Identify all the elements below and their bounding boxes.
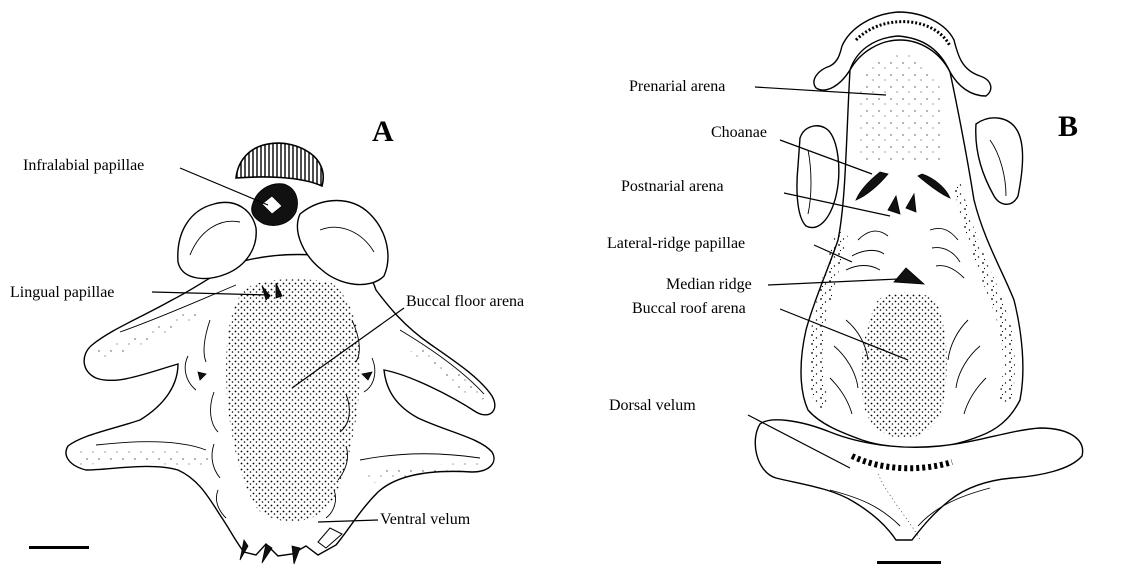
- label-infralabial-papillae: Infralabial papillae: [23, 157, 144, 174]
- buccal-roof-arena-region: [861, 293, 946, 439]
- panel-a-drawing: [66, 143, 495, 564]
- label-postnarial-arena: Postnarial arena: [621, 178, 724, 195]
- panel-b-letter: B: [1058, 110, 1078, 143]
- prenarial-arena-region: [858, 54, 944, 164]
- label-choanae: Choanae: [711, 124, 767, 141]
- right-narial-flap: [976, 118, 1023, 204]
- label-prenarial-arena: Prenarial arena: [629, 78, 725, 95]
- label-dorsal-velum: Dorsal velum: [609, 397, 696, 414]
- label-lateral-ridge-papillae: Lateral-ridge papillae: [607, 235, 745, 252]
- label-ventral-velum: Ventral velum: [380, 511, 471, 528]
- lower-jaw-sheath: [236, 143, 323, 186]
- panel-a-letter: A: [372, 115, 394, 148]
- panel-b-drawing: [755, 12, 1082, 540]
- label-buccal-roof-arena: Buccal roof arena: [632, 300, 746, 317]
- left-narial-flap: [797, 126, 839, 228]
- scale-bar-a: [29, 546, 89, 549]
- scale-bar-b: [877, 561, 941, 564]
- label-lingual-papillae: Lingual papillae: [10, 284, 114, 301]
- label-median-ridge: Median ridge: [666, 276, 752, 293]
- label-buccal-floor-arena: Buccal floor arena: [406, 293, 524, 310]
